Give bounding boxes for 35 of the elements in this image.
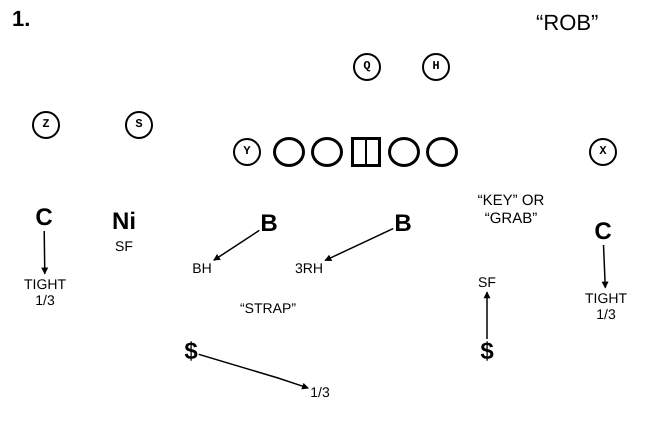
player-circle: Q [353,53,381,81]
player-circle: Y [233,138,261,166]
zone-label: TIGHT 1/3 [583,290,629,322]
player-circle: S [125,111,153,139]
zone-label: SF [115,238,133,254]
defender-symbol: $ [480,340,494,364]
lineman-circle [388,137,420,167]
coverage-call: “KEY” OR “GRAB” [476,192,546,228]
coverage-call: “STRAP” [240,300,296,317]
zone-label: SF [478,274,496,290]
lineman-circle [426,137,458,167]
player-circle: X [589,138,617,166]
play-number: 1. [12,6,30,32]
route-arrow [198,354,309,390]
route-arrow [213,230,260,261]
zone-label: TIGHT 1/3 [22,276,68,308]
zone-label: 3RH [295,260,323,276]
center-square [351,137,381,167]
player-circle: H [422,53,450,81]
defender-symbol: C [594,220,612,244]
defender-symbol: $ [184,340,198,364]
defender-symbol: B [394,212,412,236]
route-arrow [484,291,490,339]
zone-label: 1/3 [310,384,330,400]
defender-symbol: B [260,212,278,236]
route-arrow [324,228,394,262]
route-arrow [602,244,609,289]
defender-symbol: C [35,206,53,230]
player-circle: Z [32,111,60,139]
route-arrow [41,230,48,275]
lineman-circle [273,137,305,167]
lineman-circle [311,137,343,167]
zone-label: BH [192,260,212,276]
call-name: “ROB” [536,10,598,36]
defender-symbol: Ni [112,210,136,234]
